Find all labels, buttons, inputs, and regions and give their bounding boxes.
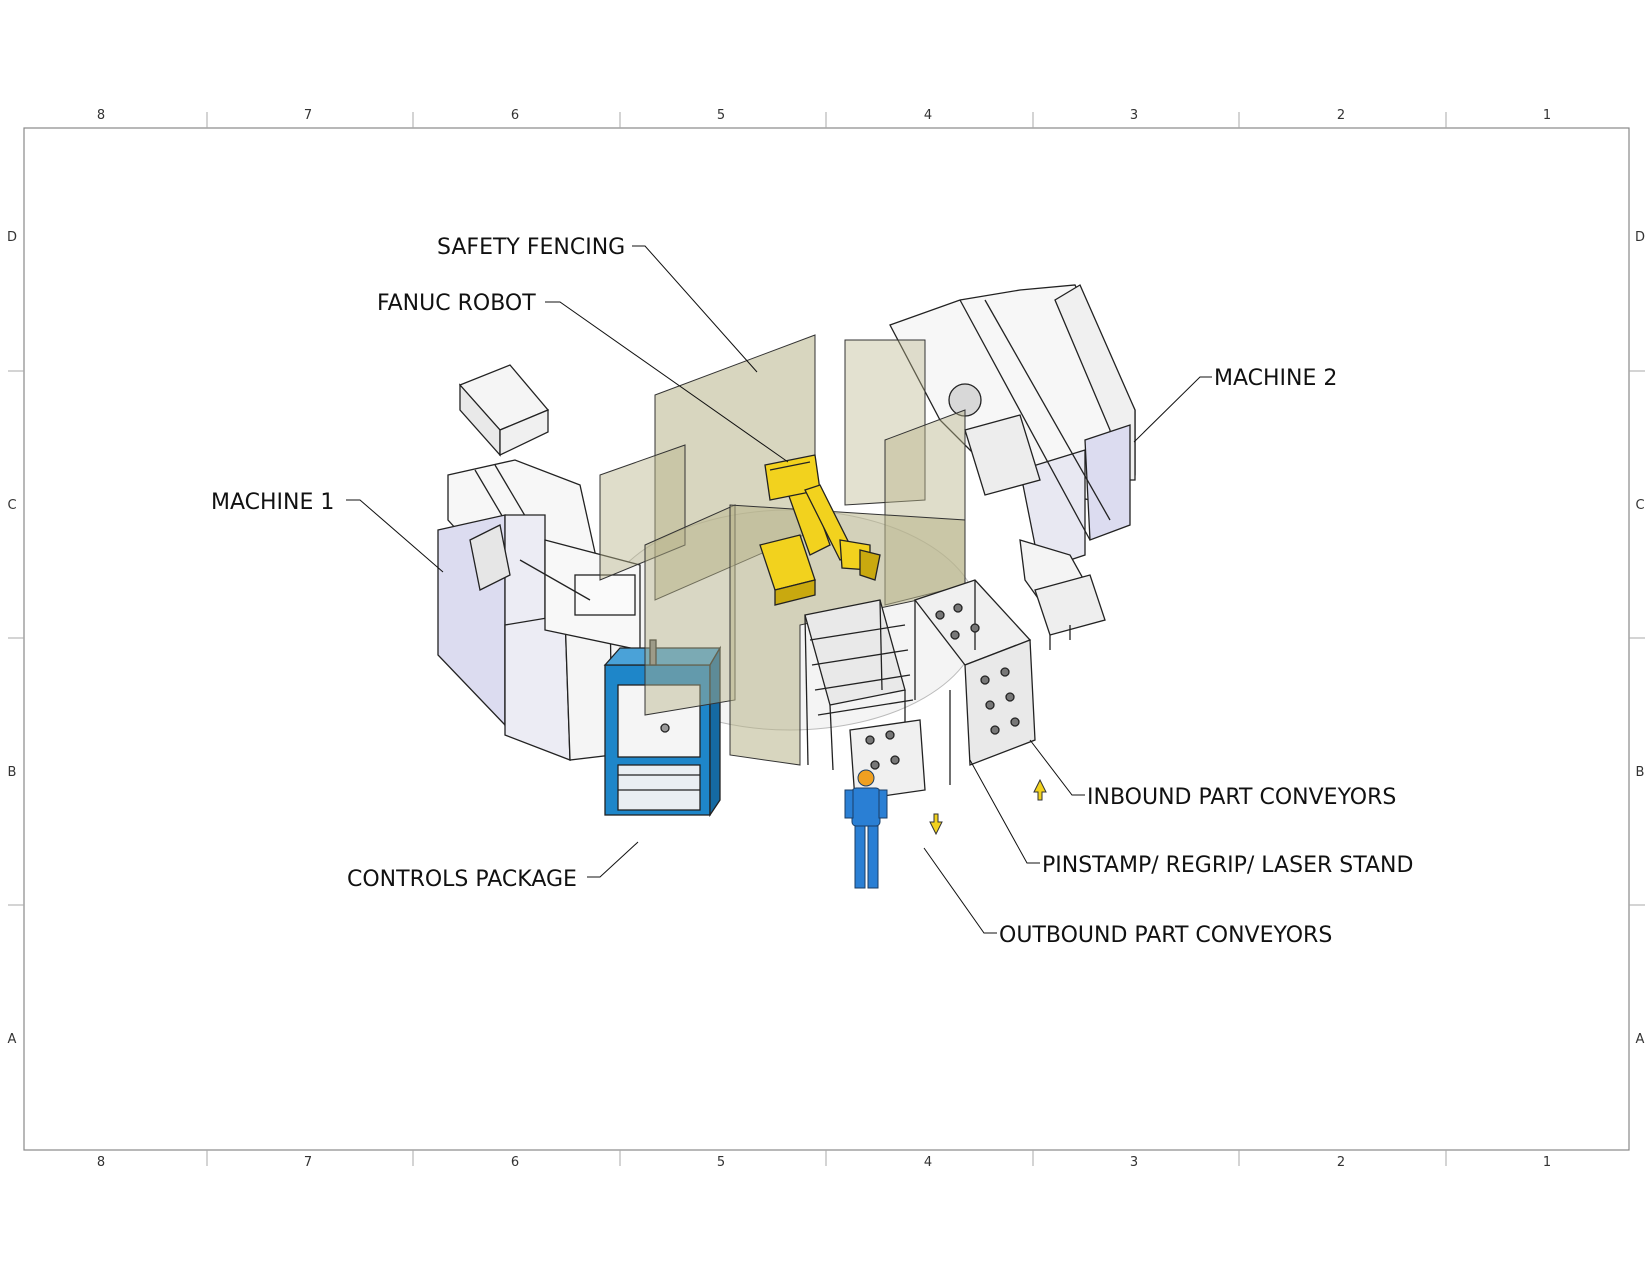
zone-label-left: C: [7, 498, 16, 513]
fence-panel-back-right: [844, 339, 926, 506]
zone-label-bottom: 1: [1543, 1155, 1551, 1170]
zone-label-bottom: 4: [924, 1155, 932, 1170]
inbound-flow-arrow-icon: [1033, 778, 1047, 801]
zone-label-top: 8: [97, 108, 105, 123]
zone-label-top: 3: [1130, 108, 1138, 123]
callout-fanuc-robot: FANUC ROBOT: [377, 291, 536, 316]
zone-label-top: 4: [924, 108, 932, 123]
zone-label-left: A: [8, 1032, 17, 1047]
outbound-flow-arrow-icon: [929, 813, 943, 836]
inbound-conveyor-rack: [865, 579, 1036, 785]
fanuc-robot: [759, 454, 881, 606]
zone-label-top: 7: [304, 108, 312, 123]
callout-safety-fencing: SAFETY FENCING: [437, 235, 625, 260]
sheet-frame: 8 7 6 5 4 3 2 1 8 7 6 5 4 3 2 1 D C B A …: [7, 108, 1645, 1170]
zone-label-top: 2: [1337, 108, 1345, 123]
zone-label-left: B: [8, 765, 17, 780]
callout-leaders: [346, 245, 1212, 934]
zone-label-bottom: 2: [1337, 1155, 1345, 1170]
zone-label-top: 5: [717, 108, 725, 123]
zone-label-left: D: [7, 230, 17, 245]
zone-label-top: 1: [1543, 108, 1551, 123]
operator-figure: [844, 769, 888, 889]
zone-label-right: D: [1635, 230, 1645, 245]
callout-controls-package: CONTROLS PACKAGE: [347, 867, 577, 892]
zone-label-bottom: 8: [97, 1155, 105, 1170]
zone-label-right: A: [1636, 1032, 1645, 1047]
callout-machine-1: MACHINE 1: [211, 490, 334, 515]
zone-label-right: C: [1635, 498, 1644, 513]
controls-package-cabinet: [603, 639, 722, 818]
zone-label-bottom: 5: [717, 1155, 725, 1170]
zone-label-top: 6: [511, 108, 519, 123]
callout-outbound-part-conveyors: OUTBOUND PART CONVEYORS: [999, 923, 1332, 948]
callout-machine-2: MACHINE 2: [1214, 366, 1337, 391]
callout-inbound-part-conveyors: INBOUND PART CONVEYORS: [1087, 785, 1396, 810]
zone-label-bottom: 6: [511, 1155, 519, 1170]
machine-1: [437, 364, 641, 761]
machine-2: [889, 284, 1136, 650]
zone-label-bottom: 3: [1130, 1155, 1138, 1170]
fence-panel-left: [599, 444, 686, 581]
callout-pinstamp-regrip-laser-stand: PINSTAMP/ REGRIP/ LASER STAND: [1042, 853, 1413, 878]
zone-label-bottom: 7: [304, 1155, 312, 1170]
zone-label-right: B: [1636, 765, 1645, 780]
